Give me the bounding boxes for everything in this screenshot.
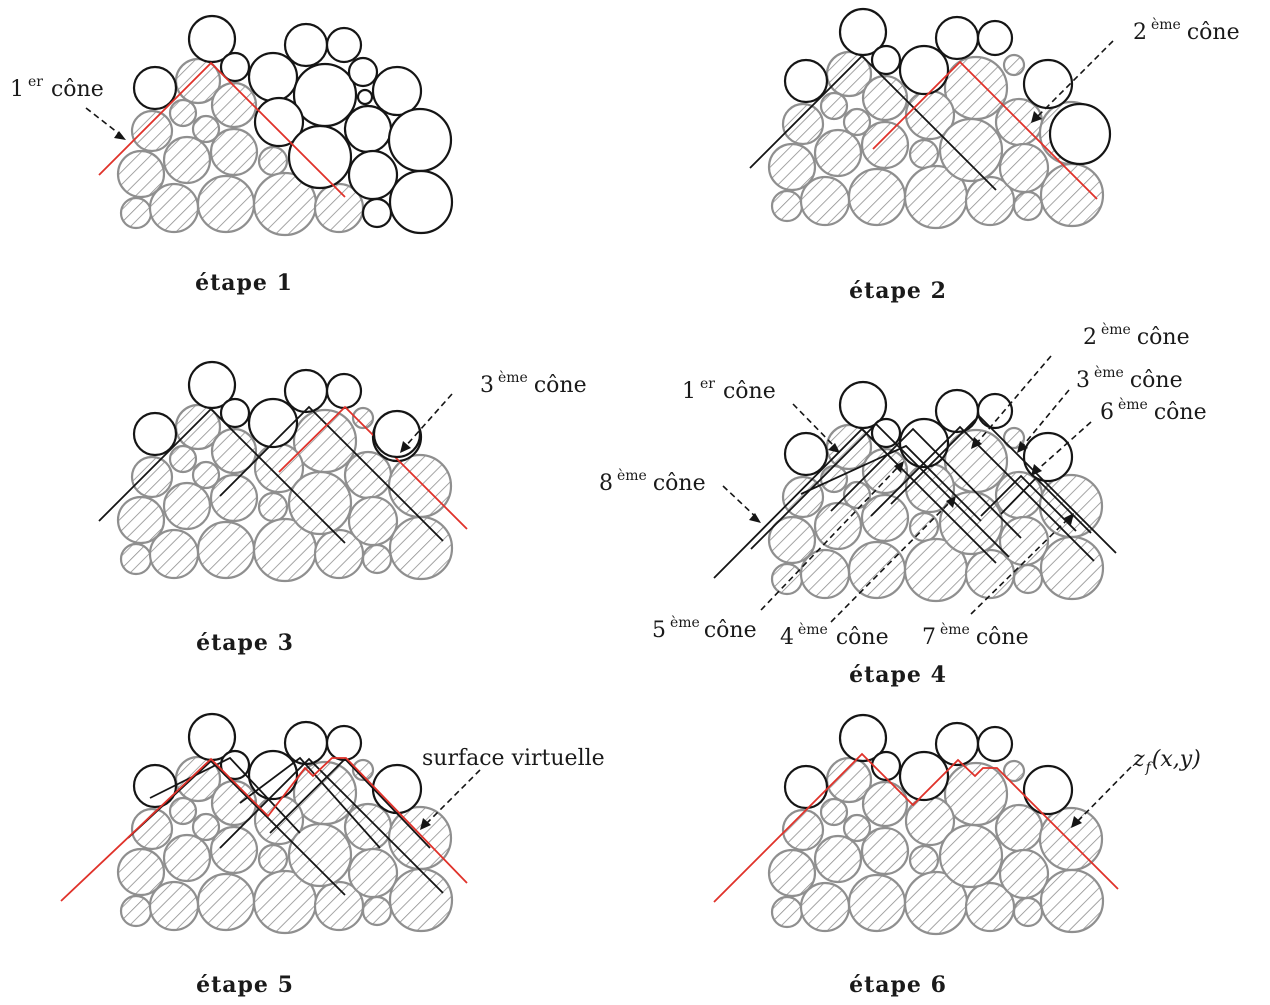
contact-grain <box>372 409 422 459</box>
zf-arrow <box>1075 766 1132 824</box>
arrow-head <box>114 131 126 140</box>
cone-arrow-3 <box>403 393 453 449</box>
cone-line-4 <box>149 756 301 834</box>
arrow-head <box>894 461 904 473</box>
step-label-6: étape 6 <box>849 972 947 998</box>
arrow-3eme <box>1020 389 1070 449</box>
cone-line-3 <box>890 414 1117 554</box>
panel-step-4: étape 4 <box>713 355 1117 688</box>
arrow-head <box>1017 441 1028 453</box>
first-cone-line <box>98 61 346 198</box>
cone-arrow-2 <box>1035 40 1114 119</box>
panel-step-2: étape 2 <box>749 7 1114 304</box>
cone-arrow-1 <box>85 107 123 137</box>
panel-step-5: étape 5 <box>60 712 481 998</box>
arrow-head <box>420 818 431 830</box>
grain-packing <box>767 7 1105 230</box>
second-cone-line <box>872 60 1098 200</box>
cone-line-2 <box>870 425 1095 562</box>
previous-cone-line <box>749 54 997 191</box>
second-cone-line <box>219 405 444 542</box>
arrow-head <box>400 441 411 453</box>
arrow-head <box>1031 464 1042 476</box>
arrow-head <box>749 513 761 523</box>
cone-line-8 <box>750 422 1010 558</box>
arrow-head <box>971 437 982 449</box>
cone-line-6 <box>980 474 1077 532</box>
step-label-1: étape 1 <box>195 270 293 296</box>
arrow-head <box>1031 111 1042 123</box>
grain-packing <box>116 712 454 935</box>
arrow-8eme <box>722 485 758 519</box>
panel-step-6: étape 6 <box>713 713 1132 998</box>
cone-line-5 <box>239 756 381 849</box>
arrow-head <box>1071 816 1082 828</box>
arrow-head <box>828 443 840 453</box>
cone-line-2 <box>219 757 444 894</box>
surface-arrow <box>424 769 481 826</box>
step-label-5: étape 5 <box>196 972 294 998</box>
cone-line-4 <box>830 427 1022 539</box>
step-label-2: étape 2 <box>849 278 947 304</box>
arrow-7eme <box>970 517 1070 615</box>
grain-packing <box>767 380 1105 603</box>
third-cone-line <box>278 405 468 530</box>
surface-virtuelle-label: surface virtuelle <box>422 746 605 771</box>
cone-line-1 <box>713 427 997 579</box>
grain-packing <box>116 14 454 237</box>
virtual-surface-line <box>60 757 468 902</box>
zf-label: zf(x,y) <box>1132 747 1201 776</box>
arrow-6eme <box>1035 421 1092 472</box>
arrow-1er <box>792 403 837 449</box>
first-cone-line <box>98 407 346 544</box>
cone-line-3 <box>269 757 431 849</box>
arrow-5eme <box>760 465 900 611</box>
arrow-4eme <box>830 500 952 623</box>
step-label-4: étape 4 <box>849 662 947 688</box>
step-label-3: étape 3 <box>196 630 294 656</box>
grain-packing <box>116 360 454 583</box>
arrow-head <box>946 496 956 508</box>
panel-step-3: étape 3 <box>98 360 468 656</box>
highest-grain <box>1048 102 1112 166</box>
final-surface-line <box>713 752 1119 903</box>
arrow-head <box>1064 513 1074 525</box>
